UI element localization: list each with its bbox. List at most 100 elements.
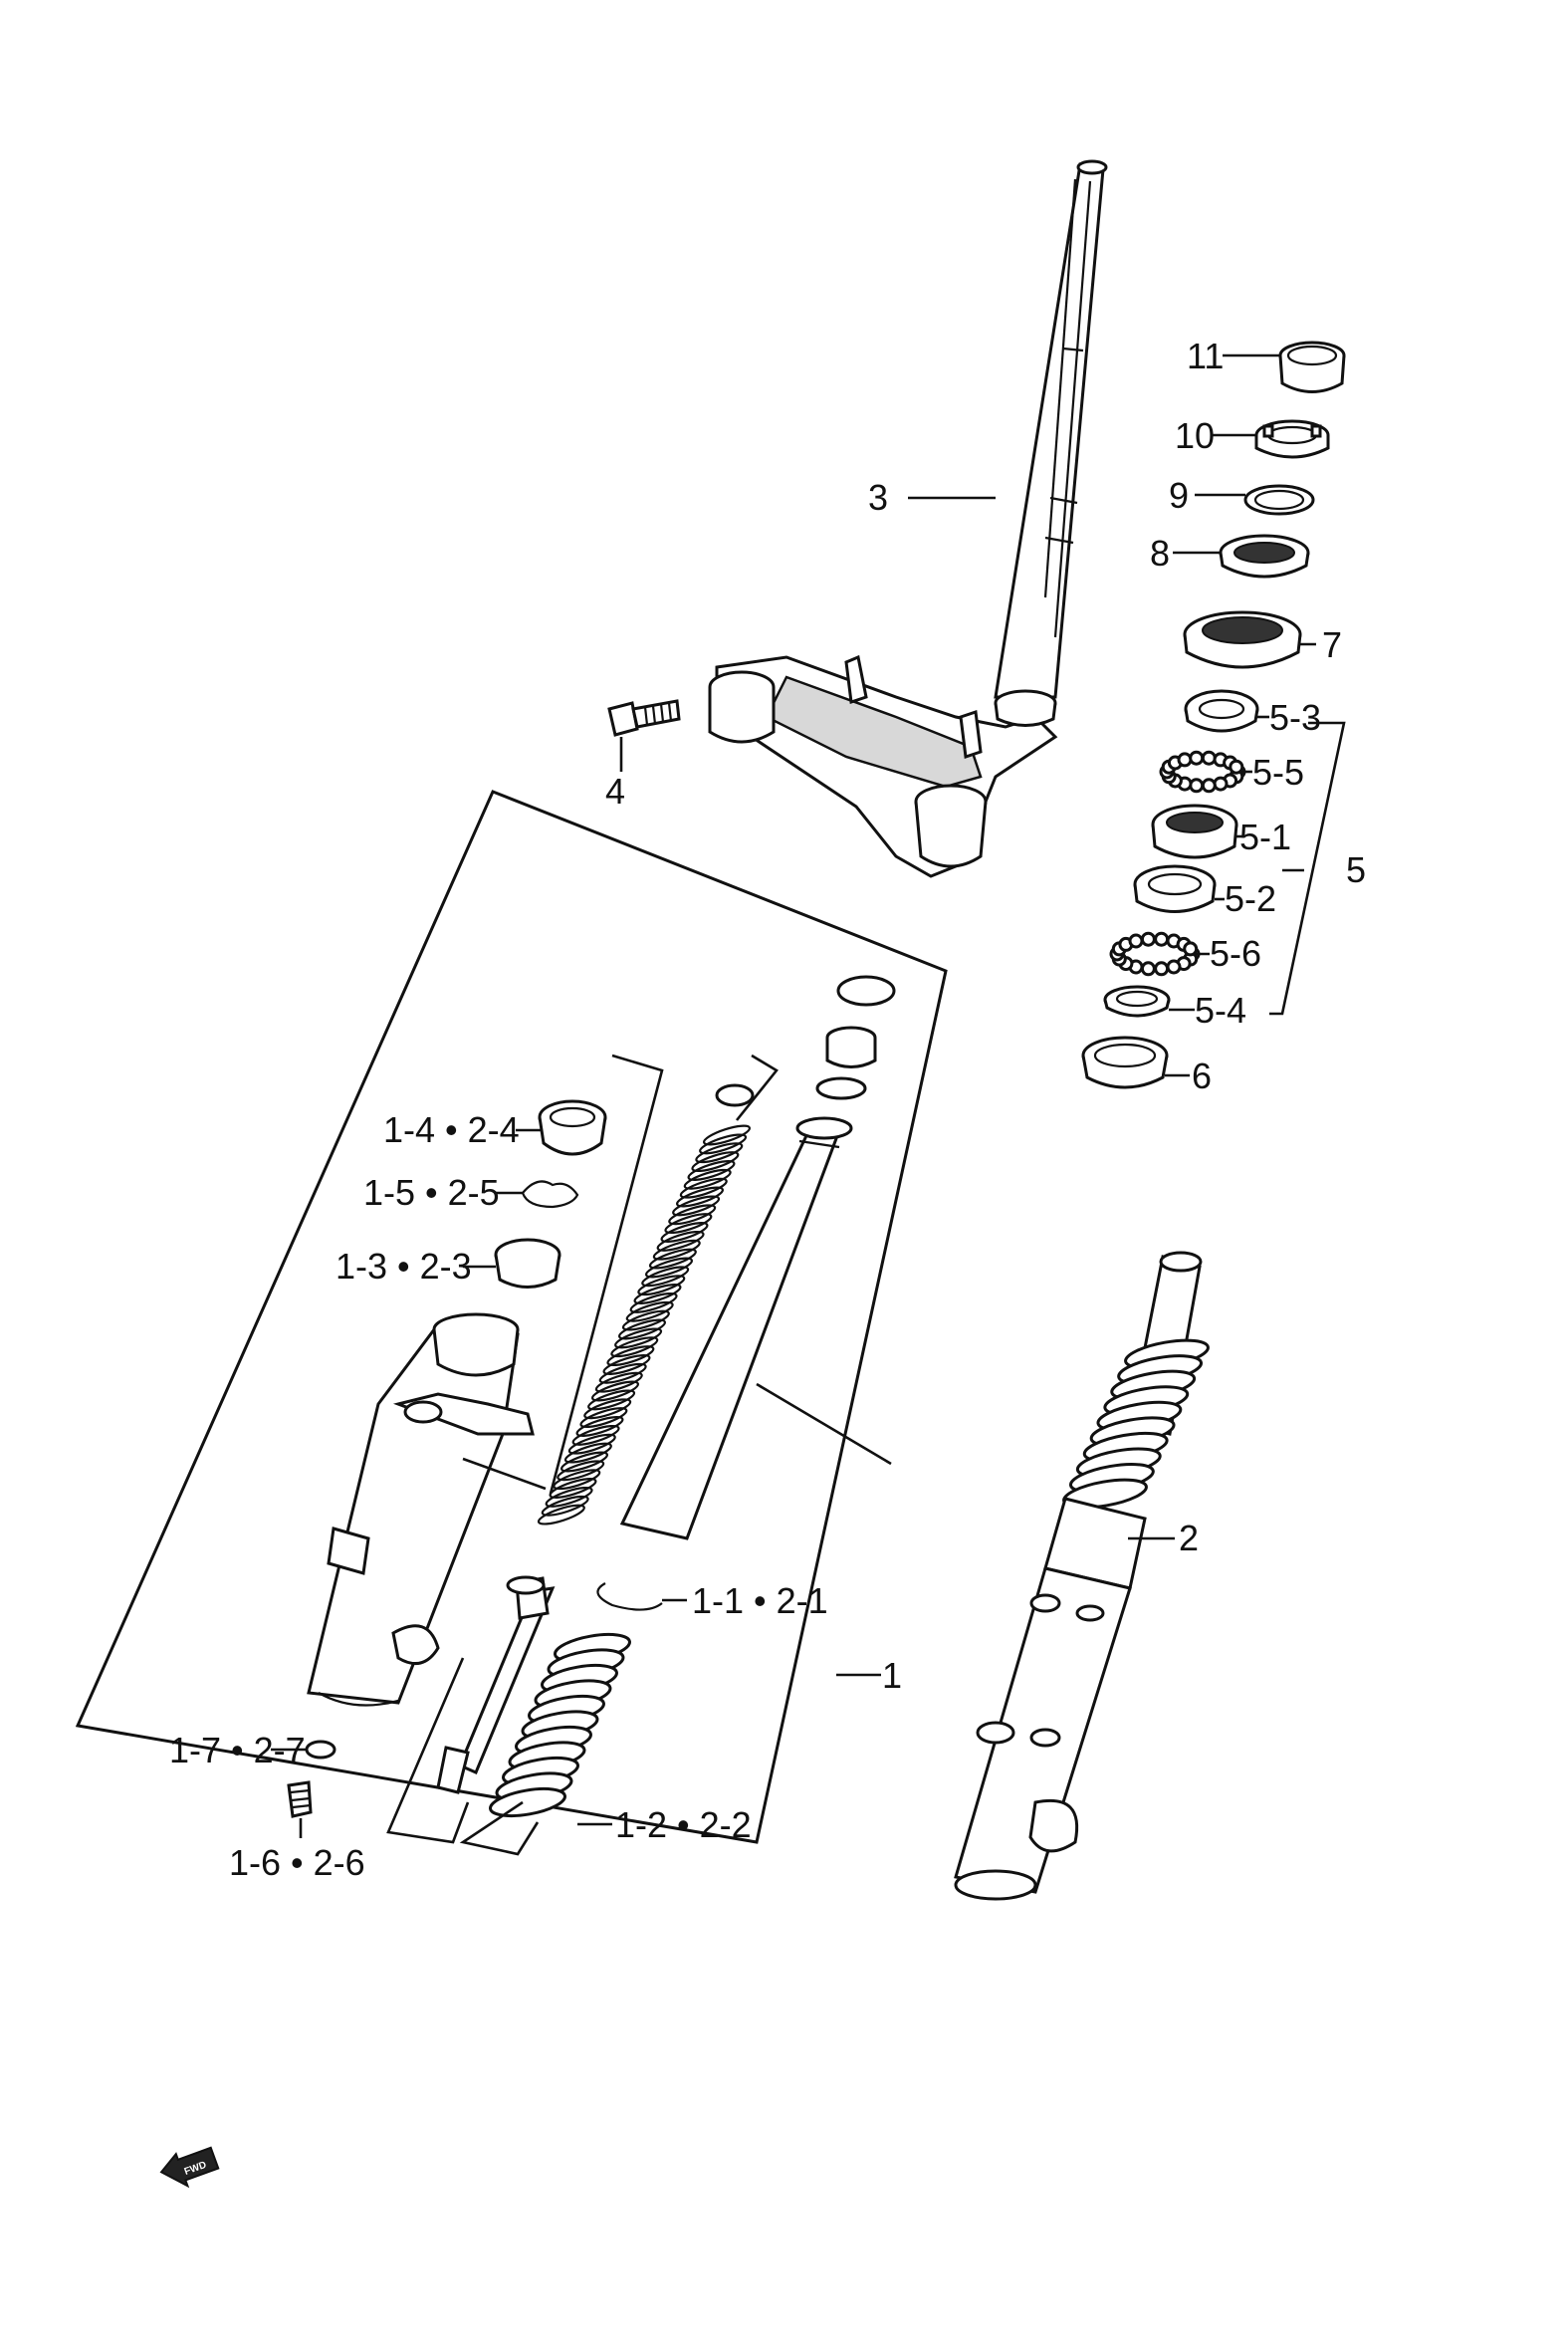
spring-coil <box>637 1275 686 1296</box>
steel-ball <box>1140 931 1156 947</box>
top-cone-race <box>1184 689 1259 733</box>
spring-coil <box>687 1160 736 1181</box>
steel-ball <box>1183 941 1199 957</box>
clamp-bolt <box>607 699 681 772</box>
spring-coil <box>614 1327 663 1349</box>
callout-6: 6 <box>1192 1056 1212 1096</box>
steering-stem <box>708 159 1108 878</box>
callout-1-6-2-6: 1-6 • 2-6 <box>229 1842 365 1883</box>
spring-coil <box>617 1318 667 1340</box>
spring-coil <box>594 1371 643 1393</box>
steel-ball <box>1166 959 1182 975</box>
left-fork-internals <box>287 975 896 1818</box>
spring-coil <box>571 1424 620 1446</box>
spring-coil <box>583 1398 632 1420</box>
steel-ball <box>1189 750 1205 766</box>
steel-ball <box>1177 752 1193 768</box>
steel-ball <box>1154 931 1170 947</box>
top-ball-race <box>1151 804 1238 859</box>
spring-coil <box>563 1442 612 1464</box>
bracket-mid <box>735 1054 779 1121</box>
spring-coil <box>641 1266 690 1288</box>
bottom-ball-race <box>1133 864 1217 913</box>
dust-seal-upper <box>1183 610 1302 669</box>
callout-8: 8 <box>1150 533 1170 574</box>
callout-5-3: 5-3 <box>1269 697 1321 738</box>
spring-coil <box>549 1478 597 1499</box>
callout-1-1-2-1: 1-1 • 2-1 <box>692 1580 828 1621</box>
steel-ball <box>1201 750 1217 766</box>
callout-5-4: 5-4 <box>1195 990 1246 1031</box>
spring-coil <box>610 1336 659 1358</box>
spring-coil <box>575 1416 624 1437</box>
callouts: 11 10 9 8 7 3 4 5-3 5-5 5-1 5-2 5-6 5-4 … <box>169 336 1366 1883</box>
spring-coil <box>695 1142 744 1164</box>
callout-11: 11 <box>1187 336 1224 376</box>
spring-coil <box>652 1239 701 1261</box>
spring-coil <box>668 1204 717 1226</box>
steering-nut-cap <box>1278 341 1346 393</box>
fork-assembly-frame <box>75 790 948 1844</box>
callout-1-4-2-4: 1-4 • 2-4 <box>383 1109 520 1150</box>
callout-5-5: 5-5 <box>1252 752 1304 793</box>
spring-coil <box>660 1222 709 1243</box>
spring-coil <box>621 1309 670 1331</box>
spring-coil <box>537 1504 585 1526</box>
lower-steel-balls <box>1109 931 1201 977</box>
callout-5-6: 5-6 <box>1210 933 1261 974</box>
spring-coil <box>590 1380 640 1402</box>
callout-1: 1 <box>882 1655 902 1696</box>
bearing-stack <box>1081 341 1346 1089</box>
lock-washer <box>1243 484 1315 516</box>
right-fork-assembly <box>954 1251 1210 1901</box>
leader-lines <box>271 353 1316 1838</box>
callout-4: 4 <box>605 771 625 812</box>
callout-1-7-2-7: 1-7 • 2-7 <box>169 1730 306 1770</box>
callout-1-5-2-5: 1-5 • 2-5 <box>363 1172 500 1213</box>
bellows-fold <box>489 1786 566 1818</box>
bracket-left <box>549 1054 664 1495</box>
steel-ball <box>1229 759 1244 775</box>
spring-coil <box>679 1177 728 1199</box>
spring-coil <box>644 1257 694 1279</box>
lock-nut <box>1254 419 1330 459</box>
callout-10: 10 <box>1175 415 1215 456</box>
spring-coil <box>545 1486 593 1508</box>
callout-3: 3 <box>868 477 888 518</box>
callout-7: 7 <box>1322 624 1342 665</box>
spring-coil <box>702 1124 752 1146</box>
spring-coil <box>579 1407 628 1429</box>
steel-ball <box>1189 778 1205 794</box>
steel-ball <box>1154 961 1170 977</box>
steel-ball <box>1140 961 1156 977</box>
spring-coil <box>602 1354 651 1375</box>
spring-coil <box>633 1284 682 1304</box>
spring-coil <box>629 1292 678 1313</box>
upper-steel-balls <box>1159 750 1246 794</box>
bottom-cone-race <box>1103 985 1171 1018</box>
spring-coil <box>553 1469 601 1491</box>
callout-1-3-2-3: 1-3 • 2-3 <box>336 1246 472 1287</box>
callout-5: 5 <box>1346 849 1366 890</box>
spring-coil <box>672 1195 721 1217</box>
spring-coil <box>567 1433 616 1455</box>
spring-coil <box>648 1248 697 1270</box>
callout-5-2: 5-2 <box>1225 878 1276 919</box>
spring-coil <box>691 1151 740 1173</box>
spring-coil <box>675 1186 725 1208</box>
spring-coil <box>541 1495 589 1517</box>
callout-9: 9 <box>1169 475 1189 516</box>
steel-ball <box>1201 778 1217 794</box>
dust-seal-lower <box>1081 1036 1169 1089</box>
bracket-right-upper <box>756 1382 892 1466</box>
spring-coil <box>625 1300 674 1322</box>
spring-coil <box>587 1389 636 1411</box>
adjusting-nut <box>1219 534 1310 579</box>
spring-coil <box>683 1168 732 1190</box>
fwd-arrow-icon: FWD <box>159 2146 220 2189</box>
spring-coil <box>560 1451 609 1473</box>
spring-coil <box>606 1345 655 1367</box>
spring-coil <box>557 1460 605 1482</box>
spring-coil <box>699 1133 748 1155</box>
